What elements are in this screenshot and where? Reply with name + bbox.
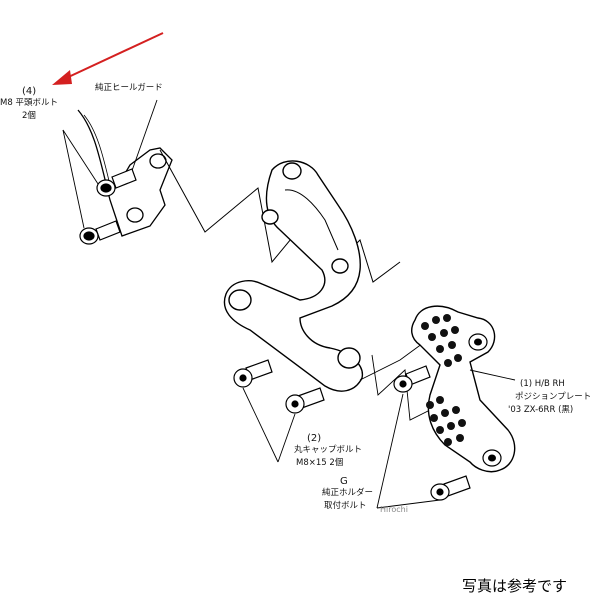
flat-bolt-1 [96,168,137,197]
flat-bolt-2 [79,220,121,245]
main-bracket [223,160,364,392]
red-arrow [52,32,164,85]
part-g-desc: 取付ボルト [324,501,367,511]
heel-guard-part [77,109,173,237]
leader-lines [242,369,516,509]
part-4-qty: 2個 [22,111,36,121]
plate-bolt-1 [393,365,431,393]
cap-bolt-1 [233,359,273,388]
holder-bolt-g [430,475,471,501]
part-4-name: M8 平頭ボルト [0,98,58,108]
watermark: Hirochi [380,505,408,514]
position-plate [411,305,516,473]
part-1-name: (1) H/B RH [520,379,565,389]
leader-lines-4 [62,99,158,229]
part-2-name: 丸キャップボルト [294,445,363,455]
part-1-model: '03 ZX-6RR (黒) [508,405,574,415]
part-4-number: (4) [22,86,37,97]
part-g-name: 純正ホルダー [322,488,374,498]
reference-caption: 写真は参考です [462,577,568,595]
cap-bolt-2 [285,387,325,414]
part-1-type: ポジションプレート [515,392,592,402]
part-2-size: M8×15 2個 [296,458,344,468]
part-2-number: (2) [307,433,322,444]
part-g-number: G [340,476,348,487]
heel-guard-label: 純正ヒールガード [95,83,163,93]
